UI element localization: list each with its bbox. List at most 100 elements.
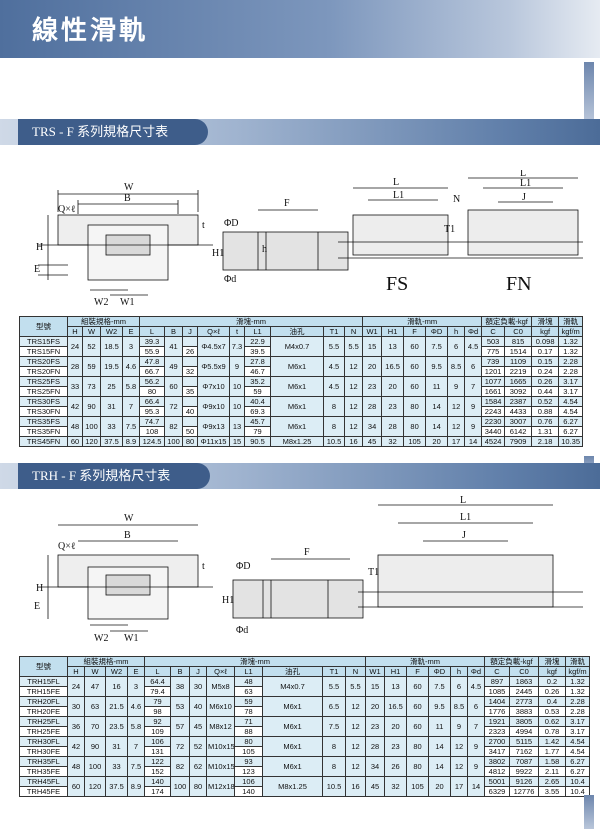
th-col: ΦD: [425, 326, 449, 337]
table-cell: 38: [170, 676, 190, 697]
table-cell: 3.17: [558, 376, 584, 387]
table-cell: 6.27: [565, 756, 591, 767]
label-fn: FN: [506, 273, 532, 295]
table-cell: 52: [82, 336, 101, 357]
label-l-fs: L: [393, 177, 399, 188]
table-cell: 106: [144, 736, 171, 747]
table-cell: 56.2: [139, 376, 165, 387]
table-cell: 20: [365, 696, 385, 717]
table-cell: 8: [323, 416, 345, 437]
table-cell: M6x1: [262, 756, 323, 777]
table-cell: 12776: [508, 786, 540, 797]
table-cell: 36: [67, 716, 85, 737]
table-cell: 1.42: [538, 736, 567, 747]
table-cell: 12: [343, 396, 364, 417]
table-cell: 22.9: [244, 336, 271, 347]
th-col: F: [403, 326, 427, 337]
th-load: 額定負載-kgf: [481, 316, 533, 327]
label-h-small: h: [262, 244, 267, 255]
table-cell: 60: [67, 776, 85, 797]
table-cell: 4.5: [467, 676, 485, 697]
table-cell: 39.5: [244, 346, 271, 357]
th-model: 型號: [19, 316, 68, 337]
table-cell: 15: [365, 676, 385, 697]
table-cell: 3: [122, 336, 140, 357]
table-cell: 1201: [481, 366, 506, 377]
th-col: H1: [381, 326, 405, 337]
table-cell: 60: [67, 436, 83, 447]
th-col: T1: [323, 326, 345, 337]
table-cell: 47.8: [139, 356, 165, 367]
label2-w2: W2: [94, 633, 108, 644]
th-rail-weight: 滑軌: [565, 656, 591, 667]
table-cell: 120: [84, 776, 106, 797]
table-cell: 79.4: [144, 686, 171, 697]
table-cell: 2323: [484, 726, 510, 737]
th-col: 油孔: [262, 666, 323, 677]
table-cell: 9: [229, 356, 245, 377]
table-cell: 32: [384, 776, 407, 797]
table-cell: 2243: [481, 406, 506, 417]
table-cell: 66.7: [139, 366, 165, 377]
table-cell: 2.28: [565, 696, 591, 707]
table-cell: 92: [144, 716, 171, 727]
table-cell: 9: [464, 416, 483, 437]
table-cell: 1863: [508, 676, 540, 687]
th-col: N: [345, 666, 366, 677]
table-cell: 12: [345, 696, 366, 717]
table-cell: 1.32: [565, 686, 591, 697]
table-cell: 0.26: [538, 686, 567, 697]
table-cell: 100: [84, 756, 106, 777]
table-cell: 5115: [508, 736, 540, 747]
table-cell: 4524: [481, 436, 506, 447]
table-cell: Φ9x13: [197, 416, 230, 437]
table-cell: 10: [229, 396, 245, 417]
section1-drawing: W B Q×ℓ t H E W2 W1 F ΦD Φd H1 h L L1 L …: [28, 170, 588, 310]
th-rail: 滑軌-mm: [365, 656, 485, 667]
table-cell: 13: [229, 416, 245, 437]
section2-title: TRH - F 系列規格尺寸表: [18, 463, 211, 489]
table-cell: 100: [164, 436, 183, 447]
table-cell: 6.27: [558, 426, 584, 437]
table-cell: 34: [365, 756, 385, 777]
table-cell: 7: [464, 376, 483, 397]
table-cell: TRS35FN: [19, 426, 68, 437]
table-cell: Φ4.5x7: [197, 336, 230, 357]
table-cell: 24: [67, 676, 85, 697]
table-cell: 66.4: [139, 396, 165, 407]
table-cell: 80: [139, 386, 165, 397]
table-cell: 34: [362, 416, 383, 437]
table-cell: 0.52: [531, 396, 560, 407]
table-cell: 2700: [484, 736, 510, 747]
table-cell: M10x15: [206, 736, 235, 757]
table-cell: 79: [144, 696, 171, 707]
table-cell: 12: [450, 736, 468, 757]
table-cell: 24: [67, 336, 83, 357]
th-col: L1: [244, 326, 271, 337]
table-cell: 48: [67, 416, 83, 437]
table-cell: 1404: [484, 696, 510, 707]
table-cell: 98: [144, 706, 171, 717]
table-cell: Φ11x15: [197, 436, 230, 447]
th-col: t: [229, 326, 245, 337]
table-cell: 100: [170, 776, 190, 797]
table-cell: 59: [234, 696, 263, 707]
table-cell: 31: [100, 396, 123, 417]
table-cell: 12: [343, 376, 364, 397]
table-cell: 1.32: [565, 676, 591, 687]
label2-t: t: [202, 561, 205, 572]
table-cell: 120: [82, 436, 101, 447]
table-cell: 33: [100, 416, 123, 437]
table-cell: 90: [84, 736, 106, 757]
table-cell: 7.5: [122, 416, 140, 437]
section1-spec-table: 型號 組裝規格-mm 滑塊-mm 滑軌-mm 額定負載-kgf 滑塊 滑軌 H …: [19, 316, 584, 447]
table-cell: 0.88: [531, 406, 560, 417]
table-cell: 63: [84, 696, 106, 717]
table-cell: 16: [105, 676, 128, 697]
table-cell: 2.28: [558, 366, 584, 377]
